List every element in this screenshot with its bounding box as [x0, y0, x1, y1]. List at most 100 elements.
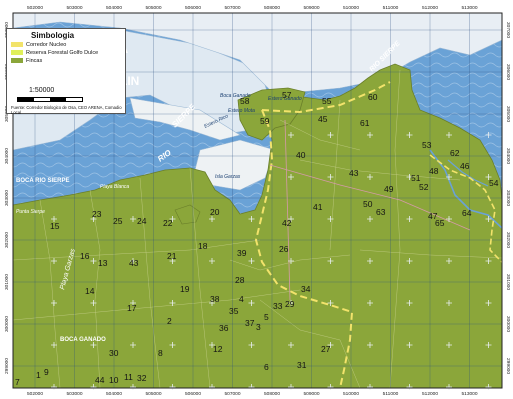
finca-label: 53: [422, 140, 432, 150]
tick-label-top: 508000: [264, 5, 280, 11]
tick-label-top: 509000: [303, 5, 319, 11]
tick-label-bottom: 513000: [461, 391, 477, 397]
finca-label: 27: [321, 344, 331, 354]
grid-cross: [169, 258, 176, 264]
place-label-estero-mota: Estero Mota: [228, 108, 255, 114]
tick-label-left: 299000: [4, 358, 10, 374]
place-label-boca-ganado: BOCA GANADO: [60, 337, 106, 343]
finca-label: 35: [229, 306, 239, 316]
finca-label: 48: [429, 166, 439, 176]
tick-label-top: 510000: [343, 5, 359, 11]
grid-crosses: [51, 132, 492, 390]
grid-cross: [130, 384, 136, 390]
grid-cross: [130, 258, 136, 264]
finca-label: 20: [210, 207, 220, 217]
grid-cross: [485, 132, 492, 138]
tick-label-top: 507000: [224, 5, 240, 11]
grid-cross: [90, 384, 97, 390]
grid-cross: [90, 342, 97, 348]
legend-scale-text: 1:50000: [29, 87, 55, 94]
finca-boundaries: [12, 69, 503, 389]
fincas-island: [174, 204, 201, 225]
grid-cross: [51, 300, 57, 306]
grid-cross: [485, 384, 492, 390]
grid-cross: [51, 342, 57, 348]
tick-label-bottom: 503000: [66, 391, 82, 397]
tick-label-top: 512000: [422, 5, 438, 11]
grid-cross: [406, 342, 413, 348]
finca-label: 30: [109, 348, 119, 358]
grid-cross: [327, 174, 334, 180]
finca-label: 21: [167, 251, 177, 261]
finca-label: 28: [235, 275, 245, 285]
grid-cross: [209, 384, 215, 390]
finca-label: 52: [419, 182, 429, 192]
finca-label: 17: [127, 303, 137, 313]
scale-bar: [17, 97, 83, 102]
finca-label: 64: [462, 208, 472, 218]
tick-label-bottom: 502000: [27, 391, 43, 397]
grid-cross: [446, 174, 452, 180]
legend-title: Simbologia: [31, 31, 75, 40]
grid-cross: [327, 258, 334, 264]
tick-label-right: 303000: [505, 190, 511, 206]
finca-label: 45: [318, 114, 328, 124]
finca-label: 60: [368, 92, 378, 102]
grid-cross: [169, 342, 176, 348]
grid-cross: [51, 258, 57, 264]
place-label-boca-rio-sierpe: BOCA RIO SIERPE: [16, 178, 69, 184]
tick-label-left: 303000: [4, 190, 10, 206]
grid-cross: [367, 300, 373, 306]
tick-label-bottom: 511000: [383, 391, 399, 397]
finca-label: 57: [282, 90, 292, 100]
finca-label: 10: [109, 375, 119, 385]
legend-item-fincas: Fincas: [11, 58, 42, 64]
tick-label-left: 300000: [4, 316, 10, 332]
grid-cross: [406, 132, 413, 138]
grid-cross: [288, 174, 294, 180]
grid-cross: [367, 342, 373, 348]
grid-cross: [327, 300, 334, 306]
grid-cross: [485, 342, 492, 348]
grid-cross: [248, 384, 255, 390]
grid-cross: [485, 216, 492, 222]
grid-cross: [288, 132, 294, 138]
grid-cross: [406, 258, 413, 264]
finca-label: 22: [163, 218, 173, 228]
finca-label: 55: [322, 96, 332, 106]
legend-item-reserva: Reserva Forestal Golfo Dulce: [11, 50, 98, 56]
legend-item-corredor: Corredor Nucleo: [11, 42, 66, 48]
finca-label: 11: [124, 372, 133, 382]
grid-cross: [248, 258, 255, 264]
finca-label: 18: [198, 241, 208, 251]
grid-cross: [367, 216, 373, 222]
grid-cross: [248, 216, 255, 222]
tick-label-right: 300000: [505, 316, 511, 332]
grid-cross: [406, 216, 413, 222]
finca-label: 47: [428, 211, 438, 221]
reserva-boundary: [429, 154, 503, 263]
grid-cross: [327, 216, 334, 222]
finca-label: 12: [213, 344, 223, 354]
finca-label: 51: [411, 173, 421, 183]
tick-label-right: 302000: [505, 232, 511, 248]
grid-cross: [446, 216, 452, 222]
tick-label-right: 306000: [505, 64, 511, 80]
place-label-playa-blanca: Playa Blanca: [100, 184, 129, 190]
corredor-nucleo-boundary-2: [261, 81, 391, 114]
grid-cross: [446, 132, 452, 138]
finca-label: 43: [129, 258, 139, 268]
legend-swatch: [11, 50, 23, 56]
grid-cross: [446, 258, 452, 264]
grid-cross: [367, 258, 373, 264]
legend-label: Fincas: [26, 58, 43, 64]
grid-cross: [248, 342, 255, 348]
tick-label-bottom: 510000: [343, 391, 359, 397]
finca-label: 42: [282, 218, 292, 228]
tick-label-left: 301000: [4, 274, 10, 290]
finca-label: 14: [85, 286, 95, 296]
tick-label-bottom: 508000: [264, 391, 280, 397]
